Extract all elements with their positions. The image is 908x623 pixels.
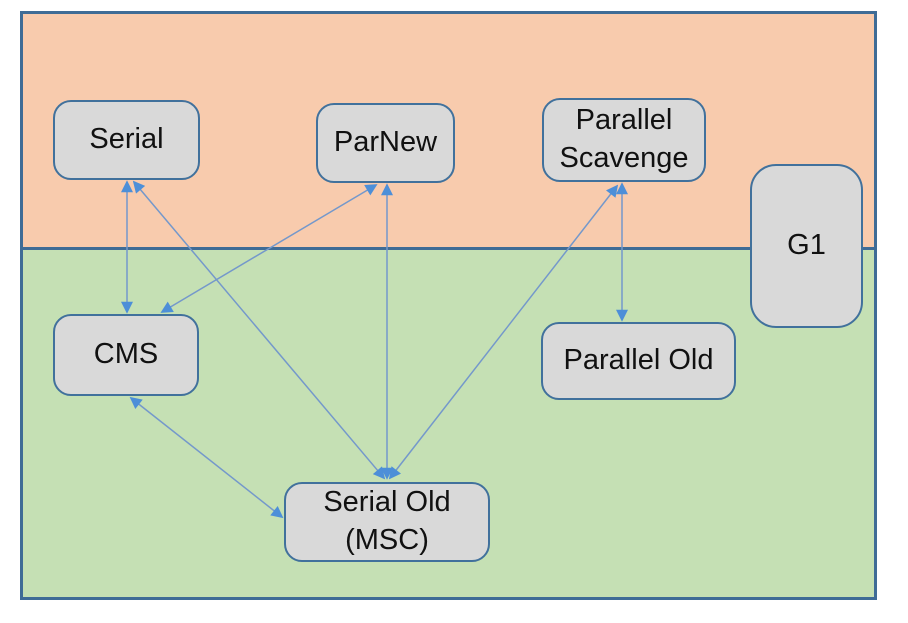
node-g1: G1 — [750, 164, 863, 328]
node-label-g1: G1 — [787, 229, 826, 262]
node-parallel-old: Parallel Old — [541, 322, 736, 400]
node-label-cms: CMS — [93, 338, 159, 371]
node-label-parallel-scavenge: Parallel Scavenge — [559, 104, 689, 174]
node-label-serial-old: Serial Old (MSC) — [323, 486, 451, 556]
node-parnew: ParNew — [316, 103, 455, 183]
node-parallel-scavenge: Parallel Scavenge — [542, 98, 706, 182]
node-serial-old: Serial Old (MSC) — [284, 482, 490, 562]
node-label-serial: Serial — [89, 123, 164, 156]
node-serial: Serial — [53, 100, 200, 180]
node-label-parallel-old: Parallel Old — [563, 344, 714, 377]
node-cms: CMS — [53, 314, 199, 396]
node-label-parnew: ParNew — [333, 126, 438, 159]
